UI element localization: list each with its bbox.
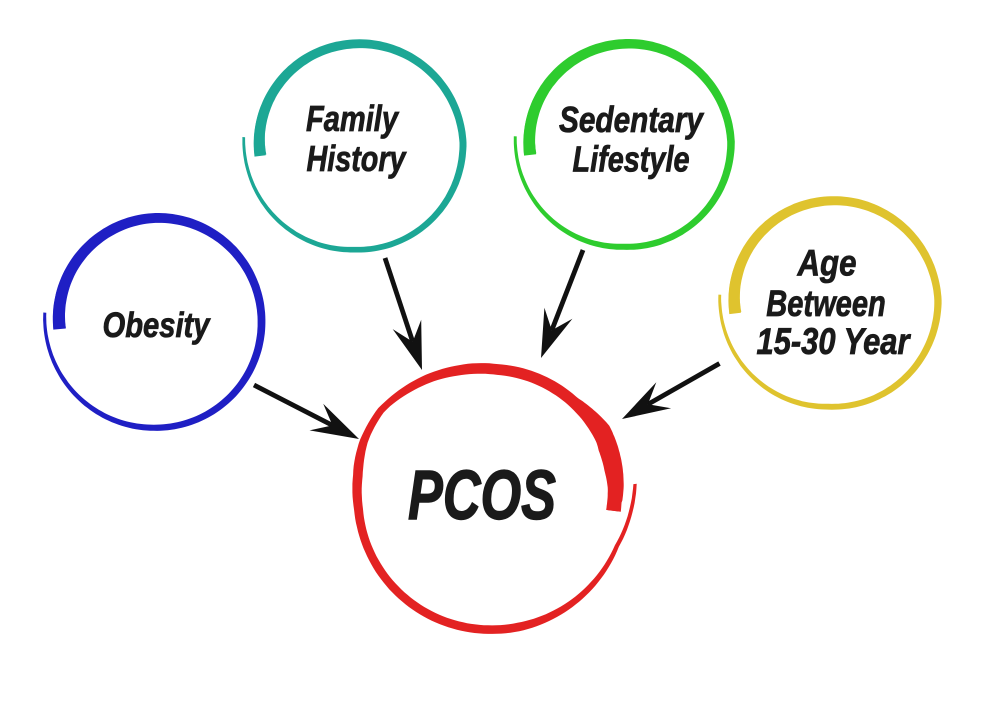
svg-text:Sedentary: Sedentary [559,99,705,140]
svg-text:Lifestyle: Lifestyle [573,139,690,180]
svg-text:Between: Between [766,283,886,324]
svg-text:15-30 Year: 15-30 Year [757,321,912,362]
svg-text:PCOS: PCOS [408,456,556,534]
svg-text:History: History [307,138,408,179]
svg-text:Age: Age [797,243,857,284]
svg-text:Family: Family [306,98,400,139]
svg-text:Obesity: Obesity [103,306,211,345]
